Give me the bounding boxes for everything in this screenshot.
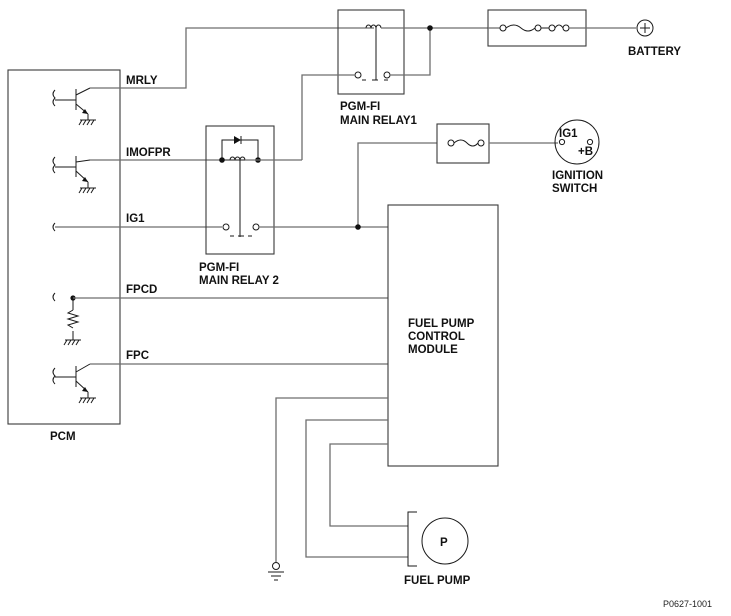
ignition-fuse-box bbox=[436, 123, 490, 164]
ignition-label-line1: IGNITION bbox=[552, 170, 603, 182]
pcm-transistor-imofpr bbox=[52, 156, 96, 194]
relay1-label-line2: MAIN RELAY1 bbox=[340, 115, 417, 127]
fuel-pump-control-module: FUEL PUMP CONTROL MODULE bbox=[387, 204, 499, 467]
relay1-label-line1: PGM-FI bbox=[340, 101, 380, 113]
main-relay-1: PGM-FI MAIN RELAY1 bbox=[301, 9, 488, 160]
pcm: PCM bbox=[7, 69, 121, 443]
wire-pump-feed bbox=[329, 443, 408, 527]
fuel-pump-motor-letter: P bbox=[440, 537, 448, 549]
battery: BATTERY bbox=[628, 19, 681, 58]
relay1-box bbox=[337, 9, 405, 95]
pcm-box bbox=[7, 69, 121, 425]
module-output-wires bbox=[275, 397, 408, 562]
relay2-label-line2: MAIN RELAY 2 bbox=[199, 275, 279, 287]
fuel-pump: P FUEL PUMP bbox=[404, 511, 471, 587]
relay2-label-line1: PGM-FI bbox=[199, 262, 239, 274]
label-fpcd: FPCD bbox=[126, 284, 157, 296]
label-imofpr: IMOFPR bbox=[126, 147, 171, 159]
main-relay-2: PGM-FI MAIN RELAY 2 bbox=[199, 125, 358, 287]
battery-label: BATTERY bbox=[628, 46, 681, 58]
ignition-ig1-label: IG1 bbox=[559, 128, 578, 140]
ignition-circuit: IG1 +B IGNITION SWITCH bbox=[355, 119, 603, 230]
relay1-contact-left bbox=[354, 71, 362, 79]
pcm-wires bbox=[55, 27, 388, 365]
battery-icon bbox=[636, 19, 654, 37]
relay1-contact-right bbox=[383, 71, 391, 79]
fpcm-label-line3: MODULE bbox=[408, 344, 458, 356]
fpcm-box bbox=[387, 204, 499, 467]
wire-mrly bbox=[90, 27, 374, 89]
relay2-coil-icon bbox=[229, 156, 246, 161]
pcm-transistor-fpc bbox=[52, 363, 96, 404]
ground-symbol bbox=[268, 562, 284, 581]
fpcm-label-line1: FUEL PUMP bbox=[408, 318, 475, 330]
label-mrly: MRLY bbox=[126, 75, 158, 87]
figure-code: P0627-1001 bbox=[663, 599, 712, 609]
relay2-diode-icon bbox=[234, 136, 241, 144]
ground-icon bbox=[272, 562, 280, 570]
fpcm-label-line2: CONTROL bbox=[408, 331, 465, 343]
ignition-switch-icon bbox=[554, 119, 600, 165]
pcm-ig1-input bbox=[52, 222, 56, 232]
fuel-pump-label: FUEL PUMP bbox=[404, 575, 471, 587]
pcm-fpcd-input bbox=[52, 292, 81, 346]
wire-pump-return bbox=[305, 419, 408, 558]
wire-ground bbox=[275, 397, 388, 562]
ignition-b-label: +B bbox=[578, 146, 593, 158]
label-fpc: FPC bbox=[126, 350, 149, 362]
pcm-transistor-mrly bbox=[52, 87, 96, 126]
battery-fuse bbox=[487, 9, 636, 47]
relay2-contact-right bbox=[252, 223, 260, 231]
relay2-box bbox=[205, 125, 275, 255]
pcm-label: PCM bbox=[50, 431, 76, 443]
label-ig1: IG1 bbox=[126, 213, 145, 225]
relay1-coil-icon bbox=[365, 24, 382, 29]
fuel-pump-motor-icon bbox=[421, 517, 469, 565]
relay2-contact-left bbox=[222, 223, 230, 231]
ignition-label-line2: SWITCH bbox=[552, 183, 597, 195]
